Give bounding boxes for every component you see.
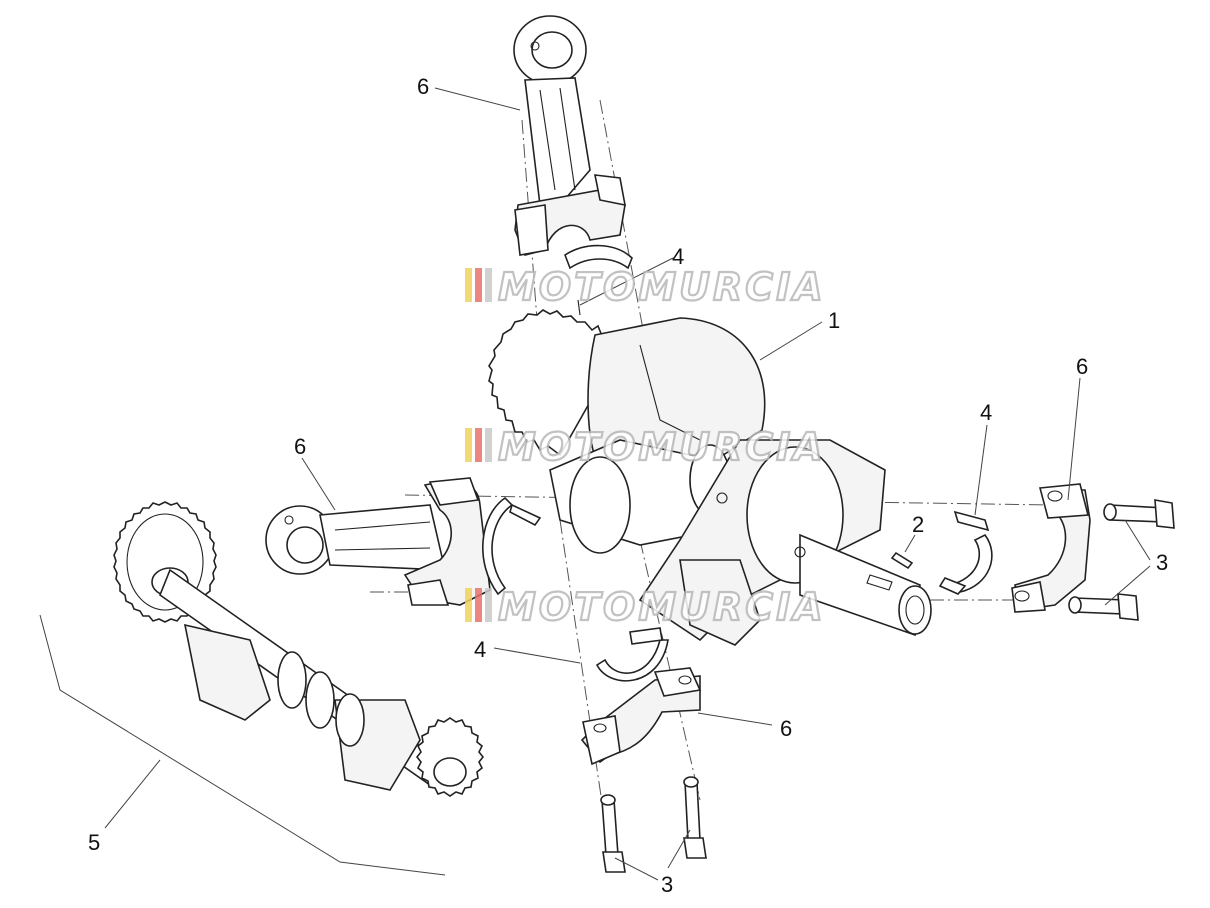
callout-2-key: 2: [912, 512, 924, 537]
callout-6-cap-bottom: 6: [780, 716, 792, 741]
bearing-shell-bottom: [595, 627, 669, 682]
bearing-shell-left: [482, 496, 542, 596]
watermark-stripe: [465, 268, 472, 302]
watermark-text: MOTOMURCIA: [498, 265, 826, 309]
leader-lines: [39, 87, 1151, 881]
connecting-rod-top: [513, 15, 627, 256]
callout-4-bearing-right: 4: [980, 400, 992, 425]
bearing-shell-right: [938, 510, 993, 595]
watermark-stripe: [485, 428, 492, 462]
watermark-text: MOTOMURCIA: [498, 425, 826, 469]
callout-4-bearing-bottom: 4: [474, 637, 486, 662]
watermark-stripe: [485, 588, 492, 622]
callout-1-crankshaft: 1: [828, 308, 840, 333]
watermark-stripe: [485, 268, 492, 302]
watermark-stripe: [475, 268, 482, 302]
callout-6-conrod-top: 6: [417, 74, 429, 99]
watermark-stripe: [465, 588, 472, 622]
callout-labels: 6 4 1 6 4 6 2 3 4 6 5 3: [88, 74, 1168, 897]
connecting-rod-cap-right: [1011, 483, 1091, 613]
crankshaft: [488, 309, 932, 646]
watermark-logo-top: MOTOMURCIA: [465, 264, 826, 310]
bolts-bottom: [600, 776, 707, 873]
balance-shaft-small-gear: [415, 717, 485, 797]
connecting-rod-cap-bottom: [580, 667, 702, 766]
watermark-stripe: [475, 588, 482, 622]
callout-5-balance-shaft: 5: [88, 830, 100, 855]
balance-shaft: [113, 501, 485, 797]
watermark-logo-bottom: MOTOMURCIA: [465, 584, 826, 630]
watermark-stripe: [465, 428, 472, 462]
callout-6-conrod-left: 6: [294, 434, 306, 459]
watermark-stripe: [475, 428, 482, 462]
callout-6-cap-right: 6: [1076, 354, 1088, 379]
callout-3-bolts-bottom: 3: [661, 872, 673, 897]
watermark-text: MOTOMURCIA: [498, 585, 826, 629]
woodruff-key: [890, 551, 914, 570]
watermark-logo-middle: MOTOMURCIA: [465, 424, 826, 470]
bolts-right: [1068, 499, 1175, 621]
callout-4-bearing-top: 4: [672, 244, 684, 269]
connecting-rod-left: [265, 477, 491, 606]
bearing-shell-top: [564, 244, 633, 316]
callout-3-bolts-right: 3: [1156, 550, 1168, 575]
